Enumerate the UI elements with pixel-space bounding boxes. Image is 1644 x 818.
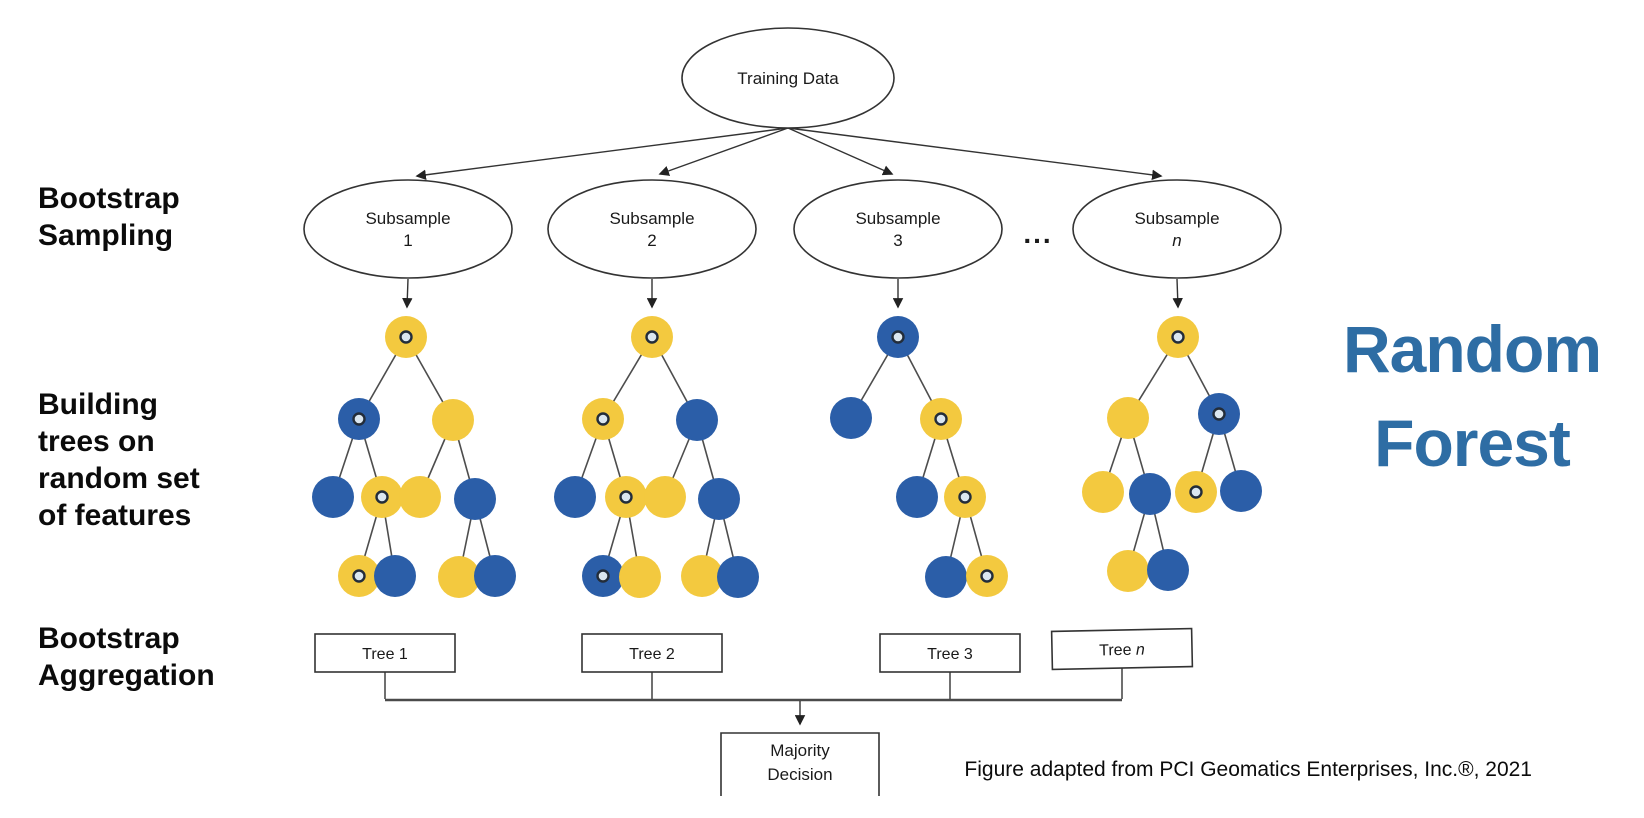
stage-label-bootstrap-sampling: Bootstrap Sampling — [38, 182, 180, 252]
arrow-to-subsample-1 — [415, 127, 789, 181]
tree-box-label: Tree n — [1099, 642, 1145, 660]
aggregation-connector — [384, 668, 1123, 726]
decision-tree-3 — [830, 316, 1008, 598]
blue-class-node — [698, 478, 740, 520]
tree-box-label-suffix: n — [1136, 642, 1145, 659]
blue-class-node — [1147, 549, 1189, 591]
split-dot — [399, 330, 413, 344]
yellow-class-node — [619, 556, 661, 598]
page-title: Random Forest — [1343, 312, 1602, 480]
tree-box-label-text: Tree 1 — [362, 646, 408, 663]
split-dot — [891, 330, 905, 344]
blue-class-node — [454, 478, 496, 520]
tree-box-1: Tree 1 — [314, 633, 456, 673]
subsample-label: Subsample — [609, 209, 694, 228]
majority-line-1: Majority — [770, 741, 830, 760]
arrow-to-tree-1 — [402, 278, 413, 309]
split-dot — [596, 412, 610, 426]
figure-credit-caption: Figure adapted from PCI Geomatics Enterp… — [964, 758, 1532, 781]
blue-class-node — [830, 397, 872, 439]
split-dot — [619, 490, 633, 504]
blue-class-node — [374, 555, 416, 597]
blue-class-node — [896, 476, 938, 518]
subsample-number: 1 — [403, 231, 412, 250]
split-dot — [934, 412, 948, 426]
box-outline — [1050, 627, 1194, 671]
yellow-class-node — [1107, 397, 1149, 439]
training-data-label: Training Data — [737, 69, 839, 88]
yellow-class-node — [432, 399, 474, 441]
split-dot — [645, 330, 659, 344]
tree-box-label: Tree 2 — [629, 646, 675, 663]
blue-class-node — [312, 476, 354, 518]
decision-tree-1 — [312, 316, 516, 598]
arrow-to-subsample-3 — [787, 127, 894, 176]
blue-class-node — [1220, 470, 1262, 512]
ellipse-outline — [1072, 179, 1282, 279]
split-dot — [1171, 330, 1185, 344]
tree-box-label: Tree 1 — [362, 646, 408, 663]
yellow-class-node — [1107, 550, 1149, 592]
split-dot — [352, 412, 366, 426]
split-dot — [352, 569, 366, 583]
blue-class-node — [1129, 473, 1171, 515]
tree-box-label: Tree 3 — [927, 646, 973, 663]
ellipse-outline — [303, 179, 513, 279]
split-dot — [1212, 407, 1226, 421]
decision-tree-2 — [554, 316, 759, 598]
majority-decision-box: Majority Decision — [720, 732, 880, 796]
subsample-ellipse-n: Subsample n — [1072, 179, 1282, 279]
yellow-class-node — [1082, 471, 1124, 513]
arrow-to-subsample-n — [787, 127, 1163, 181]
yellow-class-node — [399, 476, 441, 518]
stage-label-bootstrap-aggregation: Bootstrap Aggregation — [38, 622, 215, 692]
blue-class-node — [554, 476, 596, 518]
decision-tree-4 — [1082, 316, 1262, 592]
subsample-ellipse-3: Subsample 3 — [793, 179, 1003, 279]
blue-class-node — [676, 399, 718, 441]
majority-line-2: Decision — [767, 765, 832, 784]
tree-box-label-text: Tree 3 — [927, 646, 973, 663]
subsample-ellipse-2: Subsample 2 — [547, 179, 757, 279]
split-dot — [958, 490, 972, 504]
ellipsis-dots: ... — [1023, 218, 1052, 249]
subsample-number: 3 — [893, 231, 902, 250]
tree-box-2: Tree 2 — [581, 633, 723, 673]
stage-label-building-trees: Building trees on random set of features — [38, 388, 200, 532]
decision-trees-layer — [312, 316, 1262, 598]
box-outline — [720, 732, 880, 796]
blue-class-node — [925, 556, 967, 598]
ellipse-outline — [793, 179, 1003, 279]
split-dot — [980, 569, 994, 583]
split-dot — [375, 490, 389, 504]
subsample-number: 2 — [647, 231, 656, 250]
yellow-class-node — [438, 556, 480, 598]
split-dot — [596, 569, 610, 583]
arrow-to-tree-n — [1172, 278, 1183, 309]
yellow-class-node — [644, 476, 686, 518]
split-dot — [1189, 485, 1203, 499]
yellow-class-node — [681, 555, 723, 597]
arrow-to-subsample-2 — [658, 127, 789, 176]
subsample-number: n — [1172, 231, 1181, 250]
tree-box-label-text: Tree — [1099, 642, 1136, 660]
subsample-ellipse-1: Subsample 1 — [303, 179, 513, 279]
subsample-label: Subsample — [855, 209, 940, 228]
ellipse-outline — [681, 27, 895, 129]
subsample-label: Subsample — [365, 209, 450, 228]
tree-box-3: Tree 3 — [879, 633, 1021, 673]
ellipse-outline — [547, 179, 757, 279]
blue-class-node — [474, 555, 516, 597]
tree-box-n: Tree n — [1050, 627, 1194, 671]
subsample-to-tree-arrows — [402, 278, 1183, 309]
subsample-label: Subsample — [1134, 209, 1219, 228]
fan-out-arrows — [415, 127, 1163, 181]
tree-box-label-text: Tree 2 — [629, 646, 675, 663]
blue-class-node — [717, 556, 759, 598]
training-data-ellipse: Training Data — [681, 27, 895, 129]
